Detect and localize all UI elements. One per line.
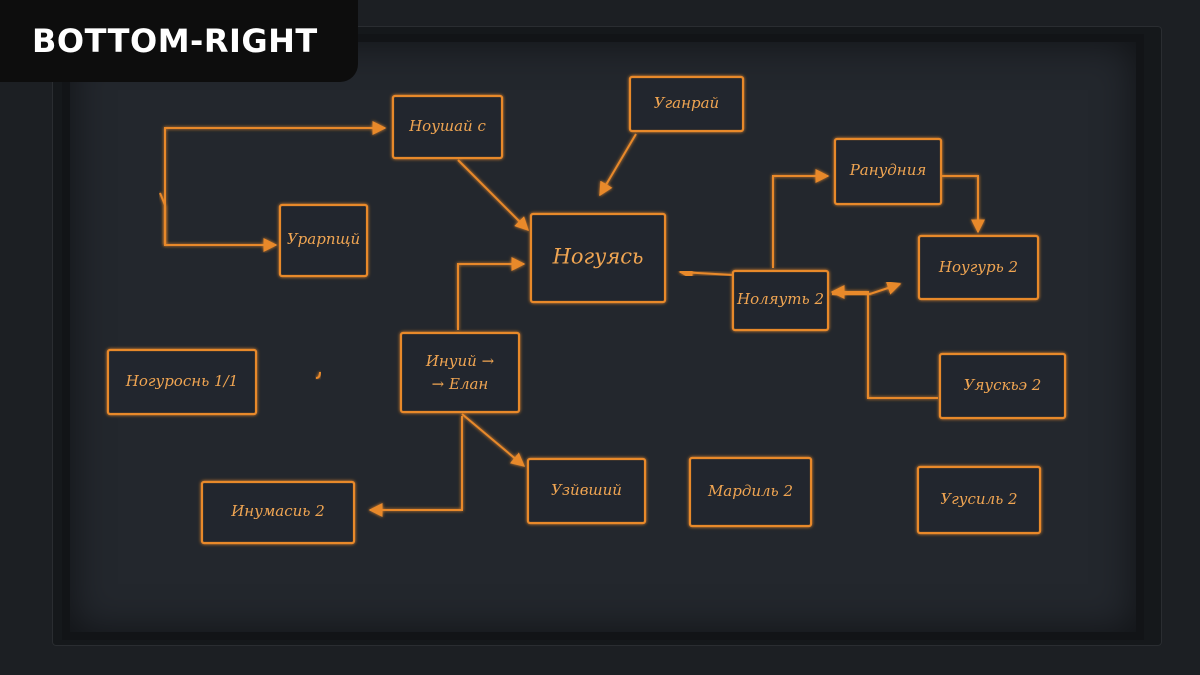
node-label: Инуий → bbox=[425, 352, 495, 370]
edge-n1-n4 bbox=[457, 159, 529, 231]
edge-loop-to-n3 bbox=[164, 205, 278, 252]
node-n6[interactable]: Ноляуть 2 bbox=[731, 269, 830, 332]
node-n9[interactable]: Инуий → → Елан bbox=[399, 331, 521, 414]
edge-n9-n4 bbox=[457, 257, 526, 330]
node-n8[interactable]: Ногуроснь 1/1 bbox=[106, 348, 258, 416]
node-n3[interactable]: Урарпщй bbox=[278, 203, 369, 278]
node-label: Ноляуть 2 bbox=[736, 290, 824, 308]
edge-n8-curve bbox=[315, 371, 321, 379]
node-label: → Елан bbox=[432, 375, 489, 393]
nodes: Ноушай c Уганрай Урарпщй Ногуясь Ранудни… bbox=[106, 75, 1067, 545]
node-label: Ноушай c bbox=[408, 117, 486, 135]
node-label: Мардиль 2 bbox=[707, 482, 793, 500]
edge-n2-n4 bbox=[599, 133, 637, 197]
edge-n10-n6 bbox=[830, 285, 938, 399]
edge-n6-short bbox=[832, 281, 902, 295]
node-n10[interactable]: Уяускьэ 2 bbox=[938, 352, 1067, 420]
node-n4[interactable]: Ногуясь bbox=[529, 212, 667, 304]
edge-n9-n12 bbox=[461, 413, 526, 467]
node-n11[interactable]: Инумасиь 2 bbox=[200, 480, 356, 545]
node-label: Уяускьэ 2 bbox=[964, 376, 1042, 394]
node-label: Урарпщй bbox=[287, 230, 360, 248]
node-label: Инумасиь 2 bbox=[230, 502, 325, 520]
node-n14[interactable]: Угусиль 2 bbox=[916, 465, 1042, 535]
node-n2[interactable]: Уганрай bbox=[628, 75, 745, 133]
node-n5[interactable]: Ранудния bbox=[833, 137, 943, 206]
node-label: Ногуясь bbox=[552, 245, 644, 269]
node-label: Узйвший bbox=[551, 481, 622, 499]
edge-n6-n4 bbox=[678, 265, 734, 280]
node-label: Угусиль 2 bbox=[940, 490, 1017, 508]
node-n1[interactable]: Ноушай c bbox=[391, 94, 504, 160]
edge-n9-n11 bbox=[368, 416, 463, 517]
edge-loop-up-stub bbox=[159, 192, 166, 206]
edge-n5-n7 bbox=[942, 175, 985, 234]
node-label: Ноугурь 2 bbox=[938, 258, 1018, 276]
corner-label: BOTTOM-RIGHT bbox=[0, 0, 358, 82]
node-n7[interactable]: Ноугурь 2 bbox=[917, 234, 1040, 301]
node-n12[interactable]: Узйвший bbox=[526, 457, 647, 525]
node-label: Ногуроснь 1/1 bbox=[125, 372, 238, 390]
edge-n6-to-n5 bbox=[772, 169, 830, 268]
node-label: Уганрай bbox=[654, 94, 719, 112]
edges bbox=[159, 121, 997, 517]
node-label: Ранудния bbox=[849, 161, 927, 179]
node-n13[interactable]: Мардиль 2 bbox=[688, 456, 813, 528]
